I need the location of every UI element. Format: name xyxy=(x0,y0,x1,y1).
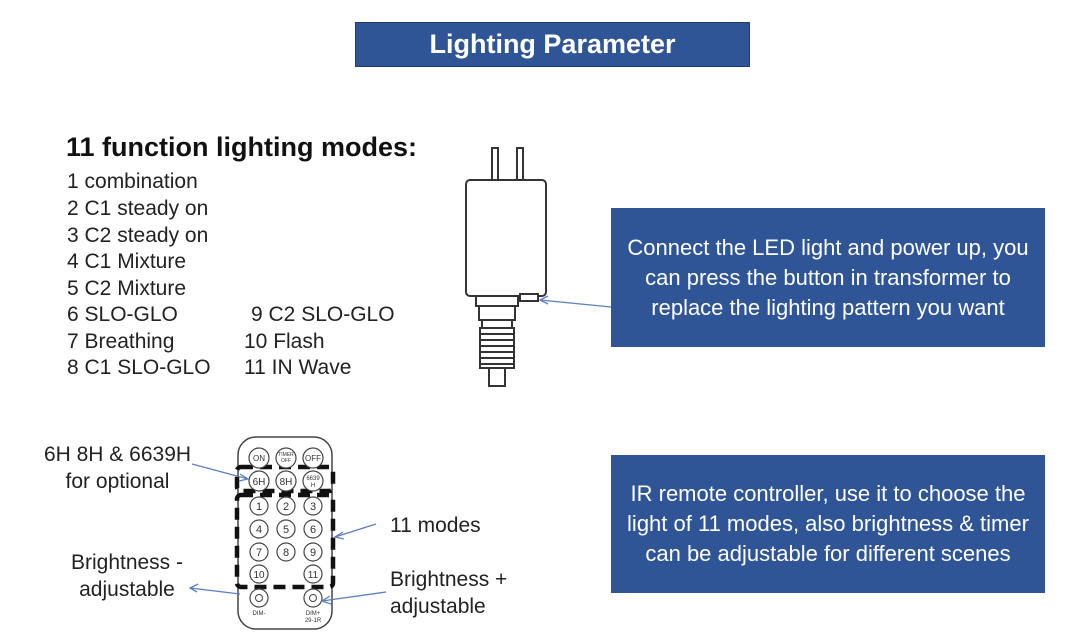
mode-item-2: 2 C1 steady on xyxy=(67,197,209,220)
remote-dim-minus-label: DIM- xyxy=(253,611,266,617)
transformer-note-box: Connect the LED light and power up, you … xyxy=(611,208,1045,347)
brightness-minus-callout: Brightness - adjustable xyxy=(62,549,192,603)
page-title: Lighting Parameter xyxy=(429,29,676,59)
dim-plus-sun-icon xyxy=(309,594,317,602)
remote-button-5: 5 xyxy=(283,524,289,536)
dim-minus-sun-icon xyxy=(255,594,263,602)
remote-button-2: 2 xyxy=(283,501,289,513)
mode-item-9: 9 C2 SLO-GLO xyxy=(251,303,395,326)
remote-model-label: 29-1R xyxy=(305,618,322,624)
remote-note: IR remote controller, use it to choose t… xyxy=(627,481,1029,566)
remote-off-button: OFF xyxy=(305,454,321,463)
transformer-button-icon xyxy=(519,293,539,302)
cable-icon xyxy=(488,367,506,387)
title-banner: Lighting Parameter xyxy=(355,22,750,67)
mode-item-5: 5 C2 Mixture xyxy=(67,277,187,300)
optional-callout-line2: for optional xyxy=(65,470,170,493)
optional-callout: 6H 8H & 6639H for optional xyxy=(40,441,195,495)
remote-button-3: 3 xyxy=(310,501,316,513)
remote-button-6: 6 xyxy=(310,524,316,536)
brightness-minus-line1: Brightness - xyxy=(70,551,184,574)
remote-button-9: 9 xyxy=(310,547,316,559)
mode-item-11: 11 IN Wave xyxy=(244,356,352,379)
remote-6639h-button-line1: 6639 xyxy=(306,476,320,482)
brightness-plus-callout: Brightness + adjustable xyxy=(390,566,507,620)
optional-callout-line1: 6H 8H & 6639H xyxy=(43,443,192,466)
remote-timer-button-line2: OFF xyxy=(281,458,291,464)
mode-item-6: 6 SLO-GLO xyxy=(67,303,178,326)
remote-button-10: 10 xyxy=(253,570,265,581)
brightness-plus-line2: adjustable xyxy=(390,595,486,618)
transformer-note: Connect the LED light and power up, you … xyxy=(627,234,1029,320)
mode-item-7: 7 Breathing xyxy=(67,330,175,353)
modes-callout: 11 modes xyxy=(390,514,481,537)
brightness-minus-line2: adjustable xyxy=(79,578,175,601)
remote-dim-plus-label: DIM+ xyxy=(306,611,321,617)
remote-button-11: 11 xyxy=(308,570,319,581)
mode-item-4: 4 C1 Mixture xyxy=(67,250,187,273)
brightness-plus-line1: Brightness + xyxy=(390,568,508,591)
remote-button-8: 8 xyxy=(283,547,289,559)
remote-button-4: 4 xyxy=(256,524,262,536)
remote-note-box: IR remote controller, use it to choose t… xyxy=(611,455,1045,593)
remote-button-7: 7 xyxy=(256,547,262,559)
mode-buttons-outline xyxy=(234,492,336,590)
mode-item-10: 10 Flash xyxy=(244,330,325,353)
remote-button-1: 1 xyxy=(256,501,262,513)
remote-8h-button: 8H xyxy=(280,477,293,488)
remote-timer-button-line1: TIMER xyxy=(278,452,294,458)
remote-6639h-button-line2: H xyxy=(311,483,315,489)
mode-item-1: 1 combination xyxy=(67,170,198,193)
mode-item-8: 8 C1 SLO-GLO xyxy=(67,356,211,379)
mode-item-3: 3 C2 steady on xyxy=(67,224,209,247)
modes-heading: 11 function lighting modes: xyxy=(66,132,417,162)
remote-6h-button: 6H xyxy=(253,477,266,488)
remote-on-button: ON xyxy=(253,454,265,463)
